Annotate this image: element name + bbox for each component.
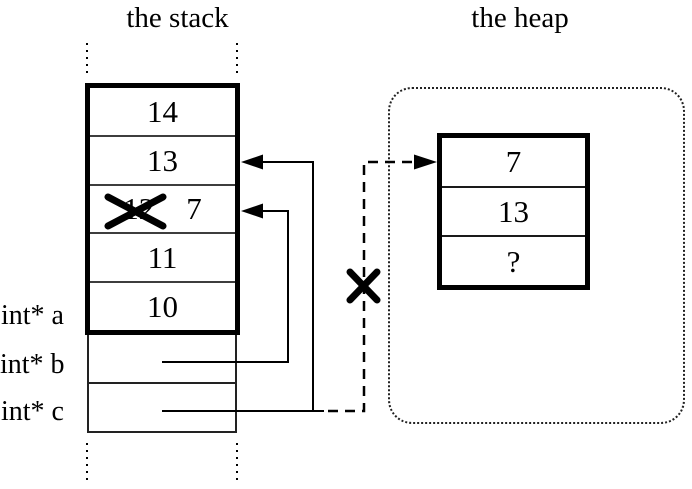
var-label-c: int* c <box>1 396 64 427</box>
stack-cell-overwritten: 12 7 <box>90 186 235 235</box>
heap-cell-value: ? <box>506 243 521 279</box>
heap-cell-7: 7 <box>442 138 585 188</box>
heap-block-box: 7 13 ? <box>437 133 590 290</box>
stack-cell-11: 11 <box>90 234 235 284</box>
var-label-a: int* a <box>1 300 64 331</box>
heap-title: the heap <box>471 2 569 34</box>
stack-frame-box: 14 13 12 7 11 10 <box>85 83 240 335</box>
arrowhead-left-icon <box>241 203 263 219</box>
stack-cell-value: 14 <box>147 93 178 129</box>
stack-cell-old-value: 12 <box>123 191 155 227</box>
stack-title: the stack <box>126 2 229 34</box>
pointer-cell-b <box>89 335 235 384</box>
pointer-cell-c <box>89 384 235 431</box>
heap-cell-13: 13 <box>442 188 585 238</box>
stack-cell-13: 13 <box>90 137 235 186</box>
stack-cell-value: 13 <box>147 142 178 178</box>
arrowhead-left-icon <box>241 154 263 170</box>
heap-cell-unknown: ? <box>442 237 585 285</box>
x-mark-severed-heap-link <box>346 268 381 304</box>
var-label-b: int* b <box>0 349 65 380</box>
stack-cell-value: 10 <box>147 289 178 325</box>
heap-cell-value: 13 <box>498 194 529 229</box>
stack-cell-10: 10 <box>90 283 235 330</box>
stack-cell-new-value: 7 <box>186 191 202 227</box>
pointer-variable-cells <box>87 335 237 433</box>
stack-cell-value: 11 <box>147 240 178 276</box>
heap-cell-value: 7 <box>505 144 522 180</box>
stack-cell-14: 14 <box>90 88 235 137</box>
